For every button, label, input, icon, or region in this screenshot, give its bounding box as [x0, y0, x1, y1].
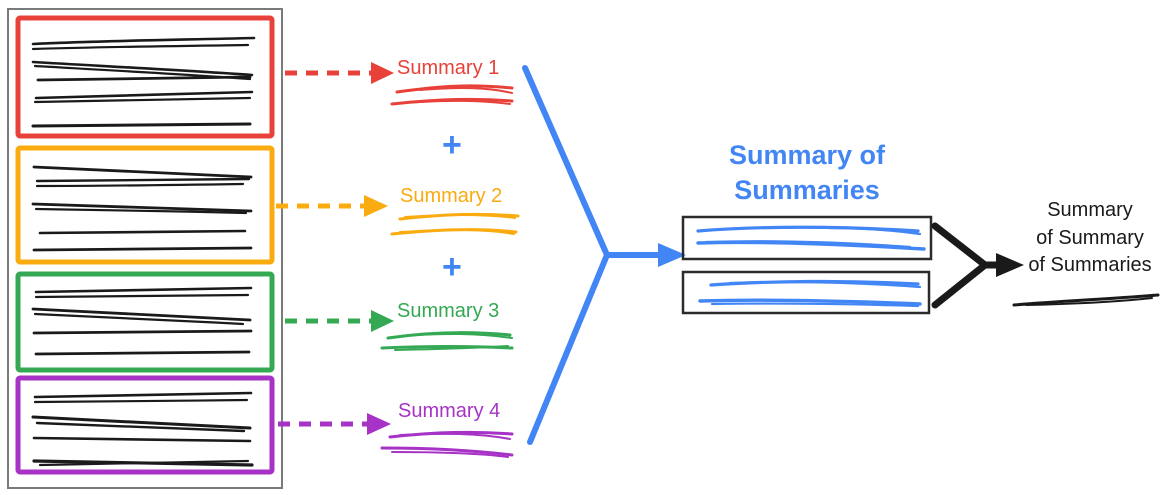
document-chunk-3-lines	[31, 286, 253, 356]
final-title-line-2: of Summary	[1036, 226, 1144, 249]
document-chunk-4-box[interactable]	[15, 375, 275, 475]
final-title-line-3: of Summaries	[1028, 254, 1152, 277]
blue-merge-connector	[522, 65, 686, 445]
dashed-arrow-red	[285, 62, 394, 84]
summary-2-content	[390, 212, 520, 236]
summary-1-label: Summary 1	[397, 57, 500, 79]
summary-1-content	[390, 84, 514, 106]
dashed-arrow-green	[285, 310, 394, 332]
summary-2-label: Summary 2	[400, 185, 503, 207]
sos-title-line-1: Summary of	[728, 140, 886, 170]
document-chunk-2-box[interactable]	[15, 145, 275, 265]
document-chunk-1-lines	[31, 36, 256, 128]
black-merge-connector	[931, 222, 1024, 309]
document-chunk-3-box[interactable]	[15, 271, 275, 373]
dashed-arrow-orange	[276, 195, 388, 217]
sos-box-2[interactable]	[681, 270, 931, 315]
plus-operator-2: +	[442, 248, 462, 286]
summary-4-content	[380, 430, 514, 458]
final-title-line-1: Summary	[1047, 199, 1133, 221]
plus-operator-1: +	[442, 126, 462, 164]
summary-3-label: Summary 3	[397, 300, 500, 322]
sos-title-line-2: Summaries	[734, 174, 880, 205]
summary-of-summaries-title: Summary of Summaries	[683, 138, 931, 207]
final-summary-content	[1012, 293, 1160, 307]
dashed-arrow-purple	[278, 413, 391, 435]
sos-box-2-content	[698, 279, 922, 308]
document-chunk-2-lines	[31, 165, 253, 252]
sos-box-1-content	[696, 225, 926, 251]
document-chunk-1-box[interactable]	[15, 15, 275, 139]
sos-box-1[interactable]	[681, 215, 933, 261]
summary-3-content	[380, 331, 514, 351]
final-summary-title: Summary of Summary of Summaries	[1014, 197, 1166, 280]
source-document-container	[7, 8, 283, 489]
document-chunk-4-lines	[31, 391, 254, 467]
summary-4-label: Summary 4	[398, 400, 501, 422]
